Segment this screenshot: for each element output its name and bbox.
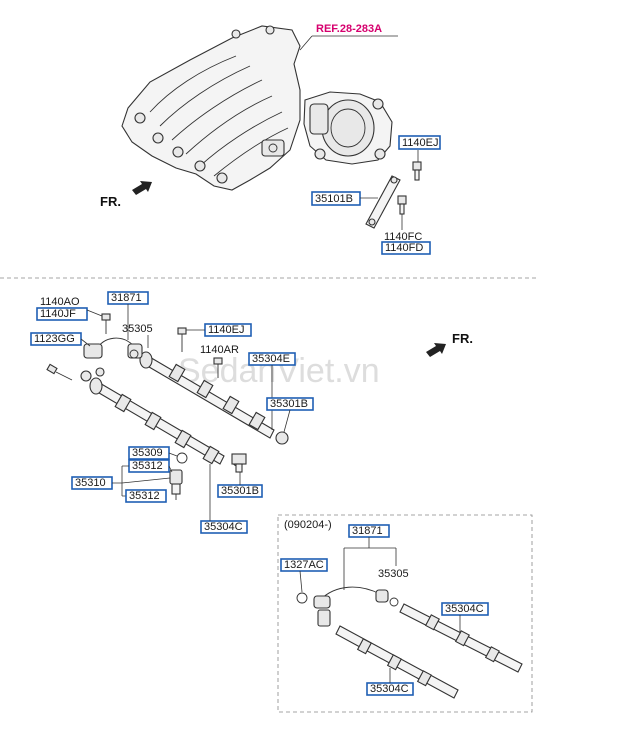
fuel-rail-35304C — [89, 377, 245, 467]
part-label-35305-rail: 35305 — [122, 323, 153, 335]
intake-manifold — [121, 25, 301, 191]
injector-35310 — [169, 452, 188, 500]
fitting-35301B-lower — [231, 453, 247, 473]
bolt-1140FC — [397, 195, 407, 230]
part-label-35101B: 35101B — [315, 193, 353, 205]
part-label-1140EJ-rail: 1140EJ — [208, 324, 245, 336]
reference-leader: REF.28-283A — [299, 23, 398, 51]
fuel-rail-35304E — [139, 351, 289, 445]
part-label-35304C-inset-lower: 35304C — [370, 683, 409, 695]
part-label-31871-rail: 31871 — [111, 292, 142, 304]
part-label-1123GG: 1123GG — [34, 333, 75, 345]
part-box-35304C — [200, 520, 248, 534]
bolt-1140AO — [101, 313, 111, 334]
part-label-1140EJ-top: 1140EJ — [402, 137, 439, 149]
part-label-35312-upper: 35312 — [132, 460, 163, 472]
part-label-31871-inset: 31871 — [352, 525, 383, 537]
part-box-1140FD — [381, 241, 431, 255]
part-label-35305-inset: 35305 — [378, 568, 409, 580]
fr-arrow-top-icon — [132, 181, 152, 195]
part-box-35101B — [311, 191, 361, 206]
oring-35305 — [129, 349, 139, 359]
part-box-35312-lower — [125, 489, 167, 503]
part-label-35310: 35310 — [75, 477, 106, 489]
bolt-1140EJ-rail — [177, 327, 187, 352]
part-box-1140JF — [36, 307, 88, 321]
inset-rail-upper — [399, 603, 523, 673]
part-label-35301B-lower: 35301B — [221, 485, 259, 497]
crossover-pipe-31871 — [80, 337, 143, 382]
bolt-1123GG — [46, 363, 73, 381]
fr-arrow-bottom-icon — [426, 343, 446, 357]
part-label-35304E: 35304E — [252, 353, 290, 365]
part-label-35304C-inset-upper: 35304C — [445, 603, 484, 615]
bracket-35101B — [365, 175, 401, 229]
inset-frame — [277, 514, 533, 713]
part-label-35301B-upper: 35301B — [270, 398, 308, 410]
front-direction-bottom: FR. — [426, 331, 473, 357]
part-label-1140AR: 1140AR — [200, 344, 239, 356]
part-label-1140AO: 1140AO — [40, 296, 80, 308]
part-label-1140FC: 1140FC — [384, 231, 422, 243]
inset-crossover-pipe — [296, 586, 399, 627]
part-label-35309: 35309 — [132, 447, 163, 459]
fr-label-top: FR. — [100, 194, 121, 209]
part-box-1327AC — [280, 558, 328, 572]
part-label-35312-lower: 35312 — [129, 490, 160, 502]
part-label-35304C: 35304C — [204, 521, 243, 533]
part-label-1327AC: 1327AC — [284, 559, 324, 571]
bolt-1140EJ-top — [412, 150, 422, 181]
fr-label-bottom: FR. — [452, 331, 473, 346]
bolt-1140AR — [213, 357, 223, 378]
reference-label: REF.28-283A — [316, 23, 382, 35]
inset-rail-lower — [335, 625, 459, 699]
part-label-1140JF: 1140JF — [40, 308, 76, 320]
front-direction-top: FR. — [100, 181, 152, 209]
part-label-1140FD: 1140FD — [385, 242, 423, 254]
part-box-1140EJ-top — [398, 135, 441, 150]
throttle-body — [303, 91, 393, 165]
inset-note: (090204-) — [284, 519, 332, 531]
part-box-35304C-inset-upper — [441, 602, 489, 616]
